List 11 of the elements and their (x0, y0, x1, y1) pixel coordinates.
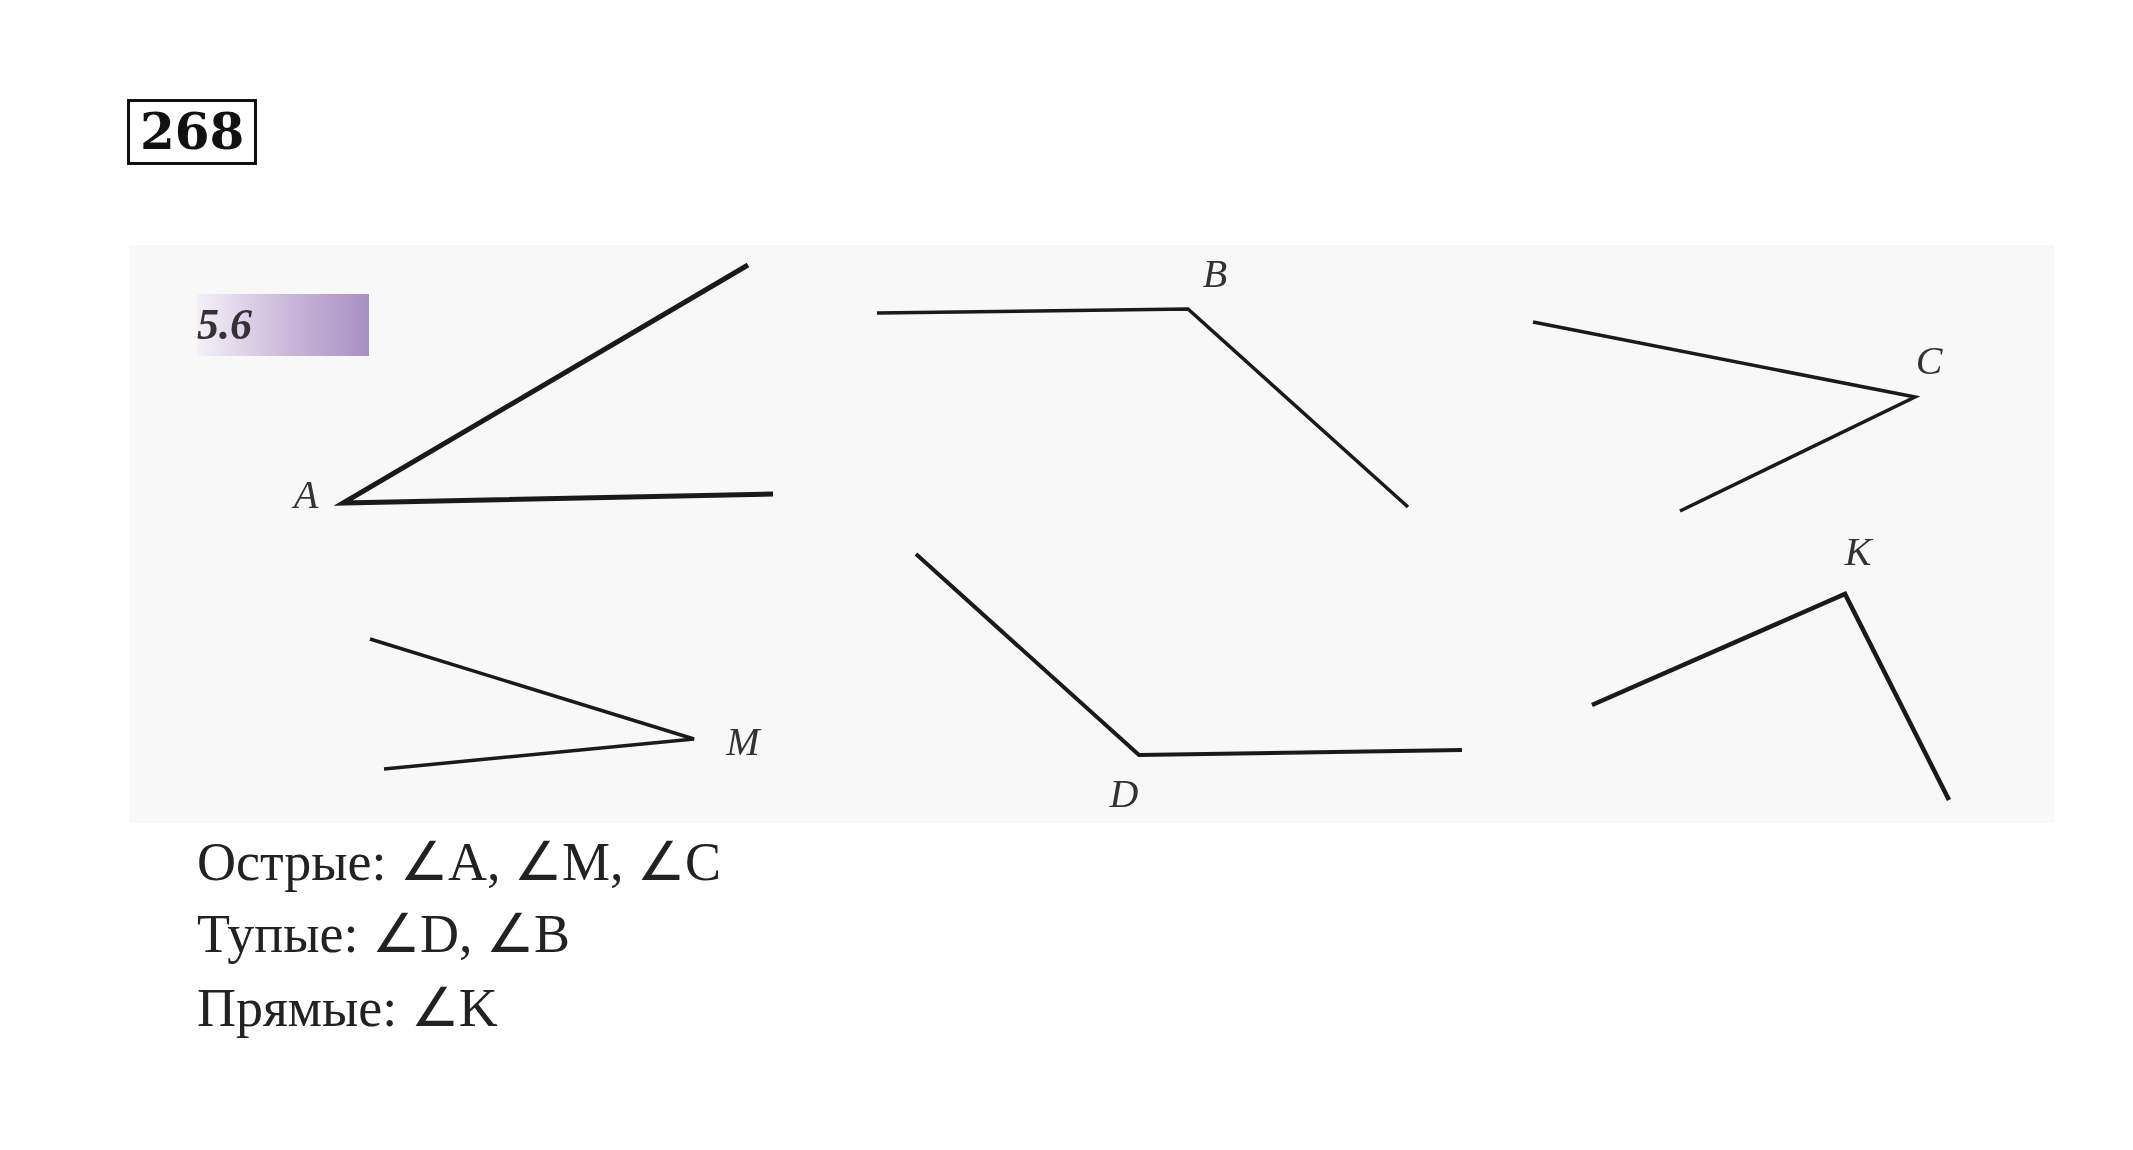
answer-line: Острые: ∠A, ∠M, ∠C (197, 830, 721, 893)
vertex-label: C (1915, 336, 1943, 384)
figure-number-badge: 5.6 (197, 294, 369, 356)
vertex-label: K (1844, 527, 1872, 575)
answer-line: Прямые: ∠K (197, 976, 498, 1039)
exercise-number: 268 (127, 99, 258, 165)
answer-line: Тупые: ∠D, ∠B (197, 902, 570, 965)
vertex-label: A (293, 470, 319, 518)
vertex-label: D (1109, 769, 1139, 817)
vertex-label: B (1202, 249, 1228, 297)
vertex-label: M (726, 717, 760, 765)
